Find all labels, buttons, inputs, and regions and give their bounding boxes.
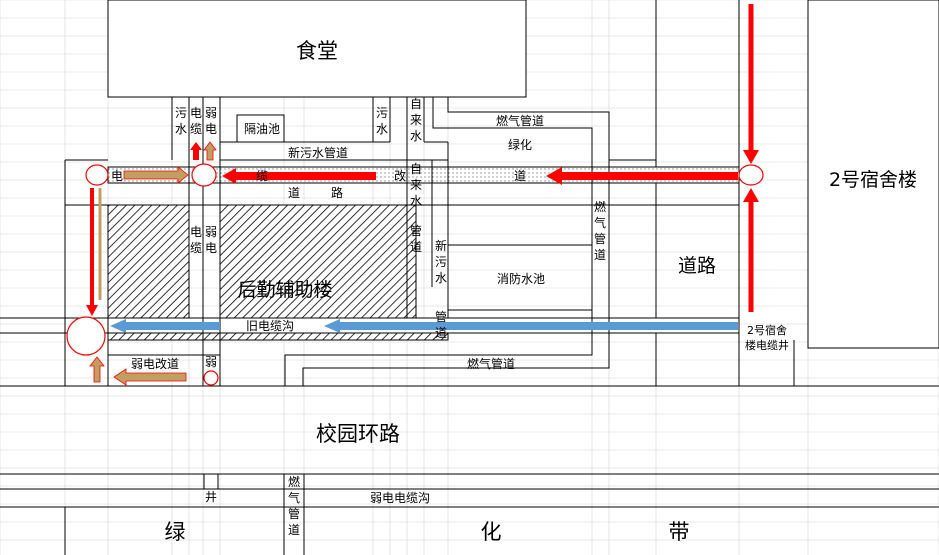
svg-text:电: 电 — [190, 106, 202, 120]
label-dorm-cable-well-1: 2号宿舍 — [747, 323, 787, 337]
well-right-top — [738, 164, 764, 186]
label-old-cable-trench: 旧电缆沟 — [246, 319, 294, 333]
label-reroute-ch2: 缆 — [256, 169, 268, 183]
flow-arrows — [86, 4, 759, 386]
label-gas-pipe-top: 燃气管道 — [496, 113, 544, 128]
well-left-top — [85, 164, 109, 186]
label-canteen: 食堂 — [296, 39, 338, 63]
well-bottom-small — [203, 370, 219, 386]
svg-text:气: 气 — [594, 215, 606, 230]
red-arrow-left-right — [546, 167, 738, 185]
svg-text:水: 水 — [376, 122, 388, 136]
label-well: 井 — [205, 490, 217, 504]
svg-text:燃: 燃 — [594, 199, 606, 214]
logistics-building-main — [219, 204, 417, 319]
label-road-ch2: 路 — [331, 185, 343, 200]
label-fire-pool: 消防水池 — [497, 271, 545, 286]
label-new-sewage-pipe: 新污水管道 — [288, 145, 348, 160]
olive-arrow-left-bottom — [113, 368, 187, 386]
svg-text:道: 道 — [435, 326, 447, 340]
svg-text:污: 污 — [435, 255, 447, 269]
vtext-tap-water: 自 来 水 — [410, 97, 422, 143]
olive-arrow-right — [123, 166, 189, 184]
vtext-weak: 弱 电 — [205, 106, 217, 136]
dorm2-building — [807, 0, 939, 349]
label-logistics: 后勤辅助楼 — [237, 279, 332, 301]
label-green-2: 化 — [481, 520, 502, 544]
vtext-new-sewage: 新 污 水 — [435, 238, 447, 285]
svg-text:电: 电 — [190, 225, 202, 239]
vtext-sewage: 污 水 — [175, 106, 187, 136]
label-green-1: 绿 — [165, 520, 186, 544]
svg-text:新: 新 — [435, 238, 447, 253]
label-greening: 绿化 — [508, 137, 532, 152]
vtext-weak-2: 弱 电 — [205, 225, 217, 255]
svg-text:道: 道 — [410, 240, 422, 254]
svg-text:污: 污 — [175, 106, 187, 120]
label-reroute-ch3: 改 — [394, 169, 406, 183]
label-weak-single: 弱 — [205, 355, 217, 369]
svg-text:道: 道 — [594, 248, 606, 262]
vtext-gas-right: 燃 气 管 道 — [594, 199, 606, 262]
label-road-right: 道路 — [678, 255, 716, 277]
svg-text:水: 水 — [410, 129, 422, 143]
svg-text:管: 管 — [410, 223, 422, 238]
text-labels: 食堂 2号宿舍楼 后勤辅助楼 道路 校园环路 绿 化 带 绿化 隔油池 消防水池… — [111, 39, 917, 544]
label-gas-pipe-bottom: 燃气管道 — [467, 356, 515, 371]
svg-text:缆: 缆 — [190, 241, 202, 255]
vtext-pipe: 管 道 — [435, 309, 447, 340]
label-dorm-cable-well-2: 楼电缆井 — [745, 338, 789, 352]
label-dorm2: 2号宿舍楼 — [829, 169, 917, 191]
label-green-3: 带 — [669, 520, 690, 544]
label-reroute-ch1: 电 — [111, 169, 123, 183]
label-weak-reroute: 弱电改道 — [131, 357, 179, 371]
svg-text:道: 道 — [288, 523, 300, 537]
logistics-building-left — [107, 204, 190, 319]
vtext-cable: 电 缆 — [190, 106, 202, 136]
svg-text:水: 水 — [435, 271, 447, 285]
svg-text:水: 水 — [175, 122, 187, 136]
vtext-sewage-2: 污 水 — [376, 106, 388, 136]
olive-arrow-up-bottom — [89, 356, 105, 383]
svg-text:自: 自 — [410, 97, 422, 111]
label-reroute-ch4: 道 — [514, 169, 526, 183]
svg-text:来: 来 — [410, 113, 422, 127]
canteen-building — [107, 0, 527, 98]
red-arrow-left-mid — [222, 168, 376, 184]
svg-text:弱: 弱 — [205, 106, 217, 120]
label-grease-pool: 隔油池 — [244, 122, 280, 136]
label-weak-cable-trench: 弱电电缆沟 — [370, 491, 430, 505]
svg-text:气: 气 — [288, 490, 300, 505]
vtext-gas-bottom: 燃 气 管 道 — [288, 474, 300, 537]
svg-text:电: 电 — [205, 122, 217, 136]
svg-text:电: 电 — [205, 241, 217, 255]
svg-text:缆: 缆 — [190, 122, 202, 136]
wells — [66, 163, 764, 386]
svg-text:自: 自 — [410, 162, 422, 176]
vtext-cable-2: 电 缆 — [190, 225, 202, 255]
svg-text:燃: 燃 — [288, 474, 300, 489]
well-left-big — [66, 316, 106, 356]
svg-text:污: 污 — [376, 106, 388, 120]
vtext-tap-pipe: 自 来 水 管 道 — [410, 162, 422, 254]
svg-text:管: 管 — [594, 231, 606, 246]
svg-text:管: 管 — [435, 309, 447, 324]
svg-text:水: 水 — [410, 194, 422, 208]
svg-text:管: 管 — [288, 506, 300, 521]
label-campus-ring: 校园环路 — [316, 422, 400, 446]
svg-text:来: 来 — [410, 178, 422, 192]
olive-arrow-up-small — [203, 141, 217, 161]
label-road-ch1: 道 — [288, 186, 300, 200]
well-mid-top — [191, 163, 217, 187]
svg-text:弱: 弱 — [205, 225, 217, 239]
red-arrow-up-small — [190, 142, 202, 160]
